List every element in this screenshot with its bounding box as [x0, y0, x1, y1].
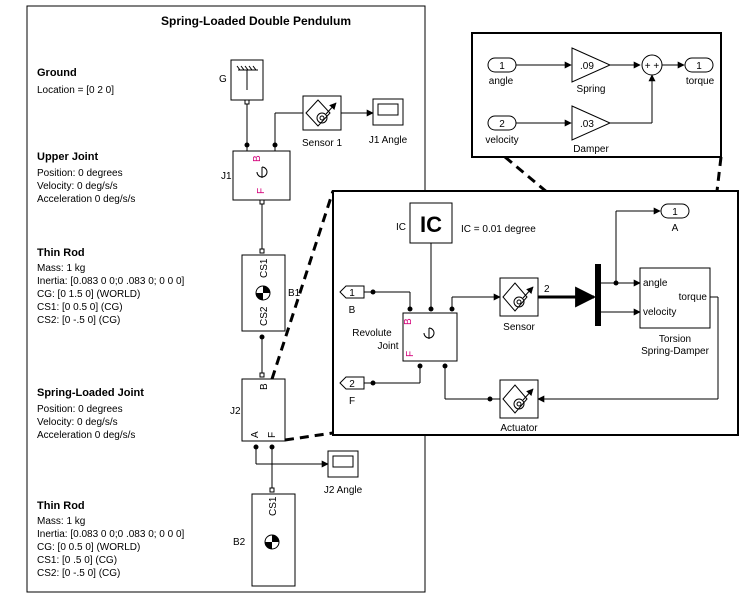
sensor1-label: Sensor 1	[302, 138, 342, 149]
outport-torque-num: 1	[696, 61, 702, 72]
upper-joint-velocity: Velocity: 0 deg/s/s	[37, 181, 118, 192]
inport-velocity-num: 2	[499, 119, 505, 130]
damper-gain-label: Damper	[573, 144, 609, 155]
zoom-line-bottom	[284, 431, 334, 442]
upper-joint-acceleration: Acceleration 0 deg/s/s	[37, 194, 135, 205]
actuator-label: Actuator	[500, 423, 538, 434]
ic-block-text: IC	[420, 212, 442, 237]
b1-block-label: B1	[288, 288, 301, 299]
rod1-cs1: CS1: [0 0.5 0] (CG)	[37, 302, 123, 313]
torsion-label-2: Spring-Damper	[641, 346, 709, 357]
inport-b-num: 1	[349, 288, 355, 299]
j2-block[interactable]	[241, 372, 286, 450]
j2-block-label: J2	[230, 406, 241, 417]
b2-block-label: B2	[233, 537, 246, 548]
b2-port-cs1: CS1	[268, 496, 279, 516]
b2-block[interactable]	[251, 487, 296, 587]
outport-a-label: A	[672, 223, 679, 234]
ground-block-label: G	[219, 74, 227, 85]
j1-scope-label: J1 Angle	[369, 135, 408, 146]
spring-joint-acceleration: Acceleration 0 deg/s/s	[37, 430, 135, 441]
j2-port-f: F	[267, 432, 278, 438]
rod2-cs2: CS2: [0 -.5 0] (CG)	[37, 568, 120, 579]
upper-joint-position: Position: 0 degrees	[37, 168, 123, 179]
torsion-spring-damper-block[interactable]	[639, 267, 711, 329]
spring-joint-position: Position: 0 degrees	[37, 404, 123, 415]
j2-port-a: A	[250, 431, 261, 438]
spring-joint-velocity: Velocity: 0 deg/s/s	[37, 417, 118, 428]
outport-a[interactable]	[660, 203, 690, 219]
demux-block[interactable]	[595, 264, 601, 326]
rod2-heading: Thin Rod	[37, 500, 85, 512]
ground-block[interactable]	[230, 59, 264, 105]
j2-port-b: B	[259, 383, 270, 390]
upper-joint-heading: Upper Joint	[37, 151, 98, 163]
rod1-mass: Mass: 1 kg	[37, 263, 85, 274]
spring-gain-value: .09	[580, 61, 594, 72]
torsion-port-angle: angle	[643, 278, 668, 289]
j1-scope-block[interactable]	[372, 98, 404, 126]
b1-port-cs2: CS2	[259, 306, 270, 326]
rod2-inertia: Inertia: [0.083 0 0;0 .083 0; 0 0 0]	[37, 529, 185, 540]
sensor1-block[interactable]	[302, 95, 342, 131]
torsion-port-torque: torque	[679, 292, 708, 303]
j1-port-f: F	[256, 188, 267, 194]
sensor-label: Sensor	[503, 322, 535, 333]
outport-torque-label: torque	[686, 76, 715, 87]
rod2-cs1: CS1: [0 .5 0] (CG)	[37, 555, 117, 566]
revolute-label-2: Joint	[377, 341, 398, 352]
damper-gain-block[interactable]	[571, 105, 612, 141]
j2-scope-label: J2 Angle	[324, 485, 363, 496]
inport-angle-label: angle	[489, 76, 514, 87]
spring-gain-label: Spring	[577, 84, 606, 95]
inport-b-label: B	[349, 305, 356, 316]
torsion-label-1: Torsion	[659, 334, 691, 345]
rod2-cg: CG: [0 0.5 0] (WORLD)	[37, 542, 140, 553]
ic-block-label: IC	[396, 222, 406, 233]
outport-torque[interactable]	[684, 57, 714, 73]
model-title: Spring-Loaded Double Pendulum	[161, 14, 351, 28]
joint-subsystem-frame	[332, 190, 739, 436]
rod1-inertia: Inertia: [0.083 0 0;0 .083 0; 0 0 0]	[37, 276, 185, 287]
rod2-mass: Mass: 1 kg	[37, 516, 85, 527]
revolute-label-1: Revolute	[352, 328, 392, 339]
inport-angle-num: 1	[499, 61, 505, 72]
torsion-port-velocity: velocity	[643, 307, 676, 318]
sensor-port-num: 2	[544, 284, 550, 295]
damper-gain-value: .03	[580, 119, 594, 130]
sum-signs: + +	[645, 61, 660, 72]
zoom-line-top	[270, 190, 335, 380]
spring-damper-frame	[471, 32, 722, 158]
ic-note: IC = 0.01 degree	[461, 224, 536, 235]
actuator-block[interactable]	[499, 379, 539, 419]
j1-port-b: B	[252, 155, 263, 162]
j1-block-label: J1	[221, 171, 232, 182]
revolute-port-b: B	[403, 318, 414, 325]
ground-location: Location = [0 2 0]	[37, 85, 114, 96]
ground-heading: Ground	[37, 67, 77, 79]
j2-scope-block[interactable]	[327, 450, 359, 478]
rod1-cg: CG: [0 1.5 0] (WORLD)	[37, 289, 140, 300]
revolute-port-f: F	[405, 351, 416, 357]
inport-velocity-label: velocity	[485, 135, 518, 146]
inport-f-label: F	[349, 396, 355, 407]
rod1-heading: Thin Rod	[37, 247, 85, 259]
b1-port-cs1: CS1	[259, 258, 270, 278]
spring-gain-block[interactable]	[571, 47, 612, 83]
b1-block[interactable]	[241, 248, 286, 340]
spring-joint-heading: Spring-Loaded Joint	[37, 387, 144, 399]
inport-f-num: 2	[349, 379, 355, 390]
outport-a-num: 1	[672, 207, 678, 218]
rod1-cs2: CS2: [0 -.5 0] (CG)	[37, 315, 120, 326]
